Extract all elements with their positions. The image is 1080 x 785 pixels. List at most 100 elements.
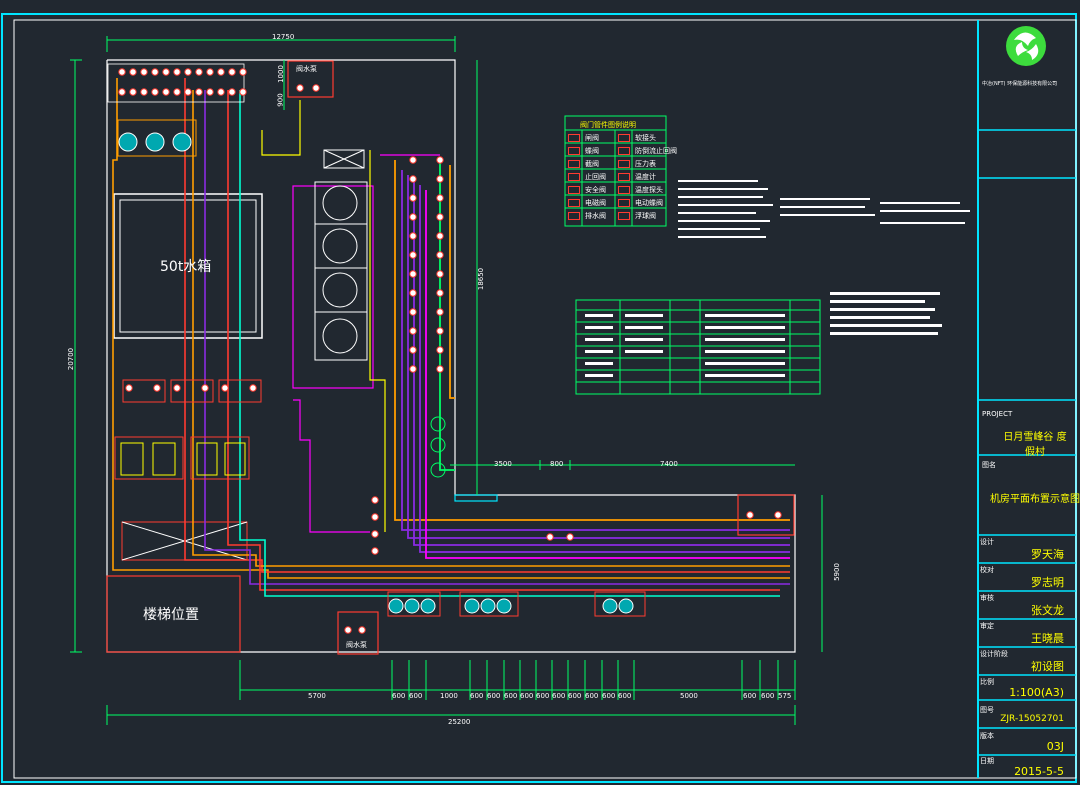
green-pump: [430, 462, 446, 478]
dimension-ticks: [239, 460, 796, 700]
tb-designer-label: 设计: [980, 537, 994, 546]
chiller-unit: [322, 272, 358, 308]
valve-symbol: [358, 626, 366, 634]
dimension-lines: [70, 36, 823, 725]
valve-symbol: [546, 533, 554, 541]
tb-number-label: 图号: [980, 705, 994, 714]
valve-symbol: [436, 213, 444, 221]
water-tank: [113, 193, 263, 339]
dim-bottom-segment: 600: [392, 692, 406, 700]
dim-top-total: 12750: [272, 33, 295, 41]
valve-symbol: [409, 213, 417, 221]
valve-symbol: [217, 68, 225, 76]
legend-symbol: [568, 134, 580, 142]
valve-symbol: [206, 88, 214, 96]
valve-symbol: [436, 346, 444, 354]
tb-stage-value: 初设图: [1031, 659, 1064, 673]
legend-row-left: 止回阀: [585, 173, 606, 181]
legend-row-left: 排水阀: [585, 212, 606, 220]
legend-symbol: [568, 186, 580, 194]
legend-symbol: [568, 173, 580, 181]
drawing-title: 机房平面布置示意图: [990, 494, 1080, 505]
tb-reviewer-label: 审核: [980, 593, 994, 602]
recycle-leaf-icon: [1006, 26, 1046, 66]
valve-symbol: [129, 68, 137, 76]
legend-symbol: [618, 134, 630, 142]
valve-symbol: [125, 384, 133, 392]
legend-row-right: 浮球阀: [635, 212, 656, 220]
inner-frame: [13, 19, 1077, 779]
valve-symbol: [173, 384, 181, 392]
legend-symbol: [618, 160, 630, 168]
valve-symbol: [436, 289, 444, 297]
tb-approver: 审定王晓晨: [980, 620, 1072, 647]
dim-bottom-segment: 600: [602, 692, 616, 700]
valve-symbol: [436, 175, 444, 183]
dim-bottom-segment: 575: [778, 692, 792, 700]
left-pipe-risers: [112, 78, 790, 597]
cyan-pump: [118, 132, 138, 152]
valve-symbol: [409, 289, 417, 297]
tb-reviewer-value: 张文龙: [1031, 603, 1064, 617]
valve-symbol: [436, 194, 444, 202]
dim-top-small-b: 900: [276, 93, 285, 107]
valve-symbol: [409, 327, 417, 335]
dim-bottom-segment: 5000: [680, 692, 698, 700]
legend-title: 阀门管件图例说明: [580, 121, 636, 129]
dim-bottom-segment: 1000: [440, 692, 458, 700]
legend-row-left: 闸阀: [585, 134, 599, 142]
valve-symbol: [436, 251, 444, 259]
valve-symbol: [217, 88, 225, 96]
legend-row-right: 温度计: [635, 173, 656, 181]
chiller-group: [292, 150, 440, 533]
dim-bottom-segment: 600: [552, 692, 566, 700]
project-name: 日月雪峰谷 度假村: [1003, 432, 1067, 458]
dim-top-small-a: 1000: [276, 65, 285, 83]
valve-symbol: [249, 384, 257, 392]
valve-symbol: [118, 88, 126, 96]
legend-row-left: 安全阀: [585, 186, 606, 194]
tb-checker-value: 罗志明: [1031, 575, 1064, 589]
valve-symbol: [409, 270, 417, 278]
mid-left-pumps: [114, 379, 262, 480]
dim-bottom-segment: 600: [618, 692, 632, 700]
valve-symbol: [774, 511, 782, 519]
valve-symbol: [436, 270, 444, 278]
dim-bottom-segment: 600: [520, 692, 534, 700]
right-equipment-box: [737, 494, 795, 536]
title-block-grid: [978, 129, 1076, 756]
dim-bottom-total: 25200: [448, 718, 471, 726]
valve-symbol: [140, 88, 148, 96]
valve-symbol: [153, 384, 161, 392]
chiller-unit: [322, 228, 358, 264]
valve-symbol: [409, 194, 417, 202]
stair-label: 楼梯位置: [143, 607, 199, 623]
tb-reviewer: 审核张文龙: [980, 592, 1072, 619]
tb-checker-label: 校对: [980, 565, 994, 574]
cyan-pump: [388, 598, 404, 614]
valve-symbol: [436, 327, 444, 335]
valve-symbol: [173, 88, 181, 96]
valve-symbol: [118, 68, 126, 76]
legend-table: [564, 115, 667, 227]
dim-bottom-segment: 600: [470, 692, 484, 700]
tb-sheet-label: 版本: [980, 731, 994, 740]
central-header-pipes: [394, 160, 790, 559]
tank-label: 50t水箱: [160, 259, 212, 275]
cyan-pump: [496, 598, 512, 614]
tb-approver-label: 审定: [980, 621, 994, 630]
cyan-pump: [464, 598, 480, 614]
legend-symbol: [618, 186, 630, 194]
dim-bottom-segment: 600: [504, 692, 518, 700]
schedule-blurred-text: [585, 180, 970, 377]
valve-symbol: [371, 513, 379, 521]
cyan-pump: [618, 598, 634, 614]
valve-symbol: [436, 308, 444, 316]
valve-symbol: [206, 68, 214, 76]
valve-symbol: [162, 68, 170, 76]
tb-designer-value: 罗天海: [1031, 547, 1064, 561]
dim-mid-1: 800: [550, 460, 564, 468]
legend-row-right: 压力表: [635, 160, 656, 168]
